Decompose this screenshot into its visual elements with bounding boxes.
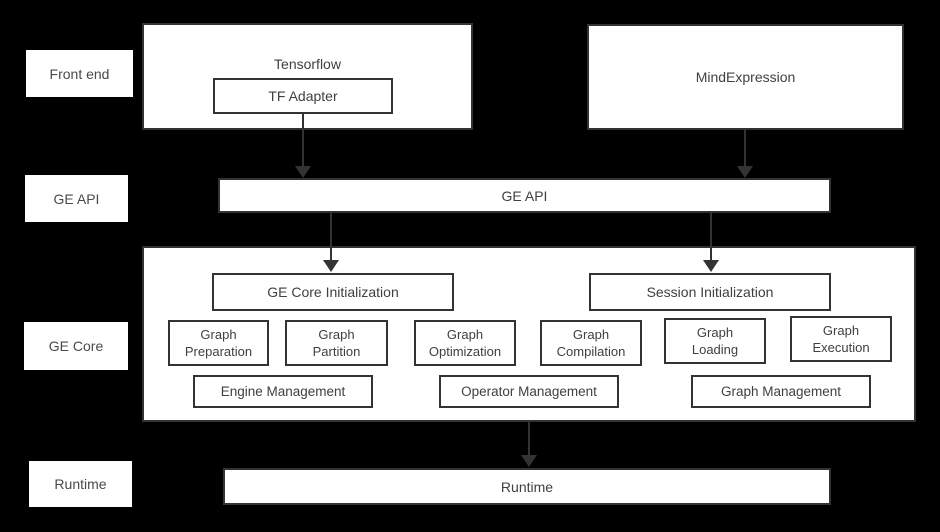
arrow-tf-adapter-to-ge-api [302,114,304,166]
graph-optimization-box: Graph Optimization [414,320,516,366]
module-label-line1: Graph [572,327,610,342]
ge-core-box: GE Core Initialization Session Initializ… [142,246,916,422]
session-initialization-box: Session Initialization [589,273,831,311]
mindexpression-box: MindExpression [587,24,904,130]
graph-preparation-box: Graph Preparation [168,320,269,366]
row-label-runtime: Runtime [29,461,132,507]
graph-compilation-box: Graph Compilation [540,320,642,366]
module-label-line1: Graph [200,327,237,342]
row-label-front-end: Front end [26,50,133,97]
arrow-ge-api-to-ge-core-init [330,213,332,260]
graph-execution-box: Graph Execution [790,316,892,362]
runtime-bar: Runtime [223,468,831,505]
tensorflow-box: Tensorflow TF Adapter [142,23,473,130]
row-label-ge-api: GE API [25,175,128,222]
arrow-ge-core-to-runtime [528,422,530,455]
row-label-ge-core: GE Core [24,322,128,370]
engine-management-box: Engine Management [193,375,373,408]
module-label-line1: Graph [696,325,734,340]
module-label-line2: Partition [312,344,361,359]
arrow-ge-api-to-session-init [710,213,712,260]
module-label-line1: Graph [822,323,860,338]
ge-core-initialization-box: GE Core Initialization [212,273,454,311]
ge-api-bar: GE API [218,178,831,213]
module-label-line2: Execution [812,340,870,355]
module-label-line2: Compilation [556,344,626,359]
tf-adapter-box: TF Adapter [213,78,393,114]
module-label-line1: Graph [318,327,355,342]
graph-partition-box: Graph Partition [285,320,388,366]
tensorflow-title: Tensorflow [274,56,341,72]
module-label-line2: Preparation [184,344,253,359]
module-label-line2: Loading [691,342,739,357]
graph-management-box: Graph Management [691,375,871,408]
module-label-line1: Graph [446,327,484,342]
graph-loading-box: Graph Loading [664,318,766,364]
operator-management-box: Operator Management [439,375,619,408]
arrow-mindexpression-to-ge-api [744,130,746,166]
module-label-line2: Optimization [428,344,502,359]
